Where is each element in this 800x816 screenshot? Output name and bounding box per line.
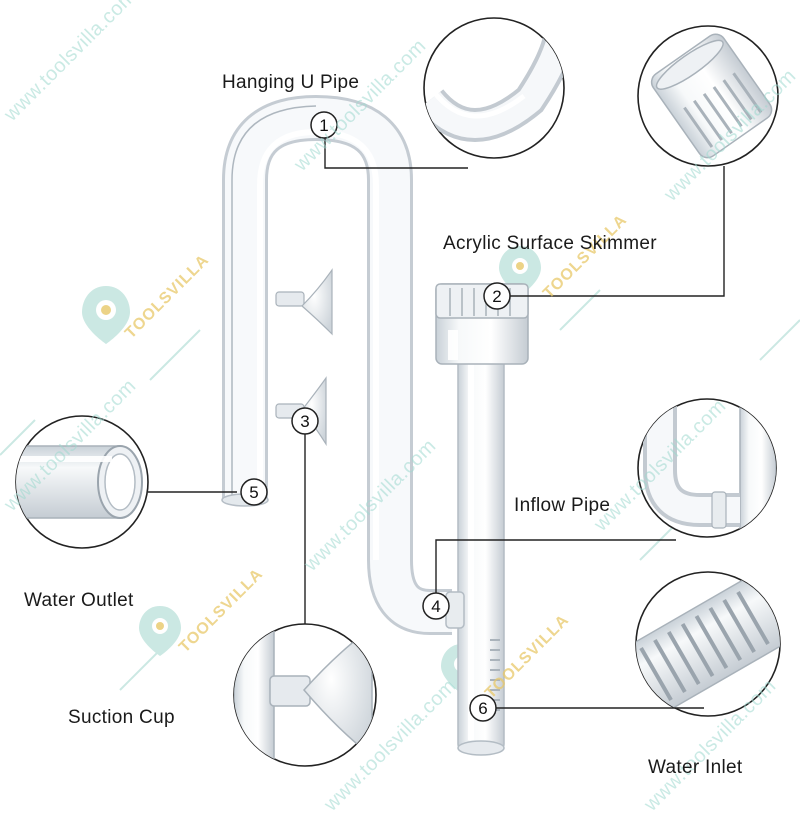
marker-4: 4 — [422, 592, 450, 620]
leader-line-2 — [510, 166, 725, 297]
marker-2-text: 2 — [492, 287, 501, 306]
leader-lines — [148, 138, 725, 709]
lily-pipe-product — [221, 94, 529, 756]
watermark-logo-pin — [82, 286, 130, 344]
detail-circle-skimmer — [637, 25, 779, 167]
watermark-logo-pin — [139, 606, 181, 656]
leader-line-4 — [435, 539, 676, 594]
marker-6-text: 6 — [478, 699, 487, 718]
marker-5-text: 5 — [249, 483, 258, 502]
marker-1: 1 — [310, 111, 338, 139]
label-hanging-u-pipe: Hanging U Pipe — [222, 72, 360, 93]
marker-2: 2 — [483, 282, 511, 310]
marker-3: 3 — [291, 407, 319, 435]
detail-circle-inlet — [635, 571, 781, 717]
label-suction-cup: Suction Cup — [68, 707, 175, 728]
label-water-outlet: Water Outlet — [24, 590, 134, 611]
label-acrylic-surface-skimmer: Acrylic Surface Skimmer — [443, 233, 657, 254]
detail-circle-inflow — [637, 398, 777, 538]
marker-4-text: 4 — [431, 597, 440, 616]
marker-6: 6 — [469, 694, 497, 722]
label-water-inlet: Water Inlet — [648, 757, 743, 778]
marker-5: 5 — [240, 478, 268, 506]
leader-line-1 — [324, 138, 468, 169]
marker-3-text: 3 — [300, 412, 309, 431]
detail-circle-suction-cup — [233, 623, 377, 767]
marker-1-text: 1 — [319, 116, 328, 135]
label-inflow-pipe: Inflow Pipe — [514, 495, 611, 516]
detail-circle-u-bend — [423, 17, 565, 159]
suction-cup-upper — [275, 268, 333, 336]
detail-circle-outlet — [15, 415, 149, 549]
